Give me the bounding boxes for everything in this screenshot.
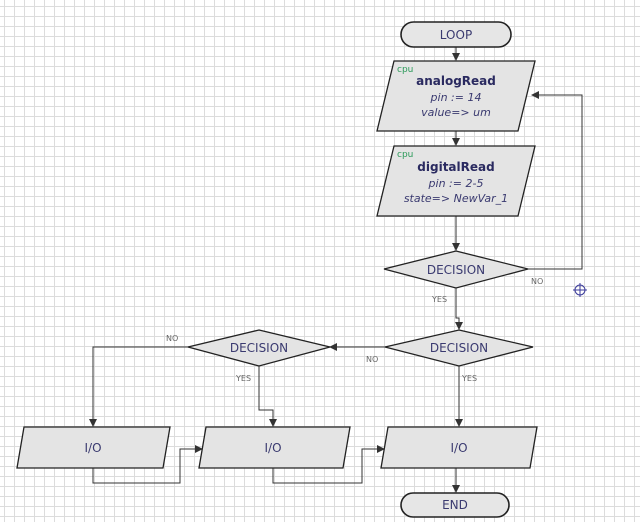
analogread-tag: cpu	[397, 65, 413, 75]
right-decision-no-label: NO	[366, 355, 378, 364]
analogread-param-pin: pin := 14	[430, 91, 482, 104]
io-block-middle[interactable]: I/O	[198, 426, 351, 469]
left-decision-no-label: NO	[166, 334, 178, 343]
io-block-middle-label: I/O	[264, 441, 281, 455]
io-block-right-label: I/O	[450, 441, 467, 455]
top-decision-no-label: NO	[531, 277, 543, 286]
end-terminal[interactable]: END	[400, 492, 510, 518]
crosshair-icon	[573, 283, 587, 297]
decision-left[interactable]: DECISION	[187, 329, 331, 367]
connectors	[89, 47, 583, 493]
loop-terminal[interactable]: LOOP	[400, 21, 512, 48]
connector-top-decision-yes	[455, 288, 463, 330]
connector-middle-io-to-right-io	[272, 445, 385, 484]
decision-right[interactable]: DECISION	[384, 329, 534, 367]
decision-left-label: DECISION	[230, 341, 288, 355]
digitalread-param-pin: pin := 2-5	[428, 177, 484, 190]
decision-top[interactable]: DECISION	[383, 250, 529, 289]
analogread-param-value: value=> um	[421, 106, 491, 119]
digitalread-title: digitalRead	[417, 160, 494, 174]
analogread-title: analogRead	[416, 74, 496, 88]
connector-left-io-to-middle-io	[92, 445, 203, 484]
left-decision-yes-label: YES	[235, 374, 251, 383]
connector-left-decision-yes	[258, 366, 277, 427]
top-decision-yes-label: YES	[431, 295, 447, 304]
io-block-left[interactable]: I/O	[16, 426, 171, 469]
digitalread-tag: cpu	[397, 150, 413, 160]
loop-terminal-label: LOOP	[440, 28, 472, 42]
decision-top-label: DECISION	[427, 263, 485, 277]
connector-top-decision-no-loop	[528, 91, 583, 270]
right-decision-yes-label: YES	[461, 374, 477, 383]
analogread-block[interactable]: cpu analogRead pin := 14 value=> um	[376, 60, 536, 132]
end-terminal-label: END	[442, 498, 468, 512]
io-block-right[interactable]: I/O	[380, 426, 538, 469]
digitalread-param-state: state=> NewVar_1	[404, 192, 508, 205]
connector-left-decision-no	[89, 346, 188, 427]
io-block-left-label: I/O	[84, 441, 101, 455]
decision-right-label: DECISION	[430, 341, 488, 355]
digitalread-block[interactable]: cpu digitalRead pin := 2-5 state=> NewVa…	[376, 145, 536, 217]
